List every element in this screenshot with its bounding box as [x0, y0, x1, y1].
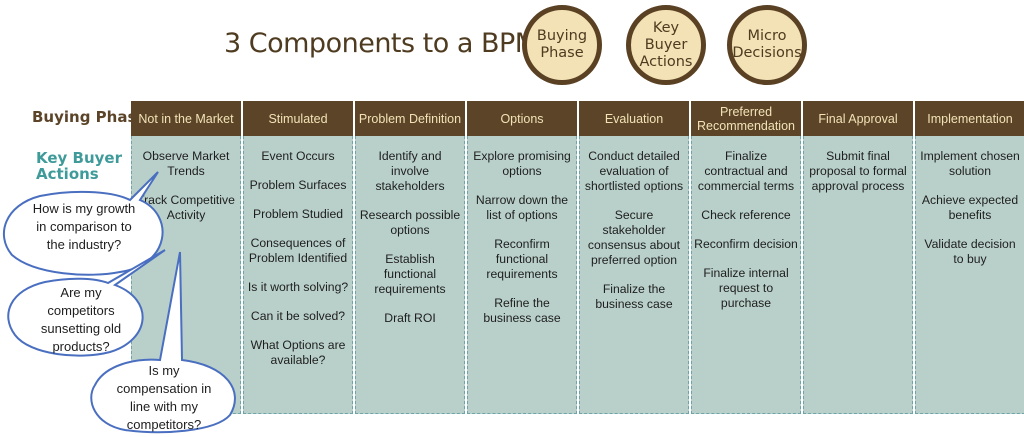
action-item: Problem Studied [252, 207, 344, 221]
component-circle-micro-decisions: Micro Decisions [727, 5, 807, 85]
phase-header: Preferred Recommendation [691, 101, 801, 136]
action-item: Track Competitive Activity [137, 193, 235, 222]
action-item: Secure stakeholder consensus about prefe… [587, 208, 681, 267]
component-label: Buying Phase [536, 28, 588, 61]
action-item: Can it be solved? [250, 309, 346, 323]
micro-decision-text-3: Is my compensation in line with my compe… [116, 363, 212, 432]
phase-header: Options [467, 101, 577, 136]
action-item: Narrow down the list of options [475, 193, 569, 222]
action-item: Problem Surfaces [249, 178, 347, 192]
action-item: Conduct detailed evaluation of shortlist… [584, 149, 684, 193]
phase-actions: Submit final proposal to formal approval… [803, 136, 913, 414]
action-item: Implement chosen solution [920, 149, 1020, 178]
action-item: Identify and involve stakeholders [375, 149, 445, 193]
action-item: Achieve expected benefits [921, 193, 1019, 222]
action-item: Check reference [701, 208, 791, 222]
speech-bubble-2 [7, 249, 166, 357]
action-item: Reconfirm functional requirements [486, 237, 558, 281]
action-item: Is it worth solving? [247, 280, 349, 294]
action-item: Refine the business case [483, 296, 561, 325]
component-circle-buying-phase: Buying Phase [522, 5, 602, 85]
action-item: Event Occurs [261, 149, 335, 163]
action-item: Finalize internal request to purchase [703, 266, 789, 310]
component-label: Micro Decisions [732, 28, 802, 61]
action-item: Validate decision to buy [924, 237, 1016, 266]
action-item: Establish functional requirements [374, 252, 446, 296]
speech-bubble-1 [2, 171, 164, 276]
row-label-key-buyer-actions: Key Buyer Actions [36, 149, 122, 183]
phase-header: Not in the Market [131, 101, 241, 136]
action-item: Research possible options [359, 208, 461, 237]
action-item: Explore promising options [473, 149, 571, 178]
phase-header: Stimulated [243, 101, 353, 136]
action-item: Observe Market Trends [142, 149, 230, 178]
phase-actions: Conduct detailed evaluation of shortlist… [579, 136, 689, 414]
action-item: Consequences of Problem Identified [248, 236, 348, 265]
phase-header: Problem Definition [355, 101, 465, 136]
phase-header: Evaluation [579, 101, 689, 136]
component-label: Key Buyer Actions [639, 19, 693, 70]
phase-actions: Finalize contractual and commercial term… [691, 136, 801, 414]
row-label-buying-phase: Buying Phase [32, 108, 147, 126]
action-item: Draft ROI [384, 311, 436, 325]
action-item: Reconfirm decision [694, 237, 798, 251]
phase-header: Final Approval [803, 101, 913, 136]
speech-bubble-3 [90, 251, 236, 434]
component-circle-key-buyer-actions: Key Buyer Actions [626, 5, 706, 85]
phase-header: Implementation [915, 101, 1024, 136]
action-item: What Options are available? [250, 338, 346, 367]
action-item: Finalize contractual and commercial term… [697, 149, 795, 193]
action-item: Submit final proposal to formal approval… [809, 149, 907, 193]
diagram-title: 3 Components to a BPM: [224, 28, 547, 59]
action-item: Finalize the business case [595, 282, 673, 311]
micro-decision-text-1: How is my growth in comparison to the in… [32, 201, 136, 252]
micro-decision-text-2: Are my competitors sunsetting old produc… [40, 285, 122, 354]
